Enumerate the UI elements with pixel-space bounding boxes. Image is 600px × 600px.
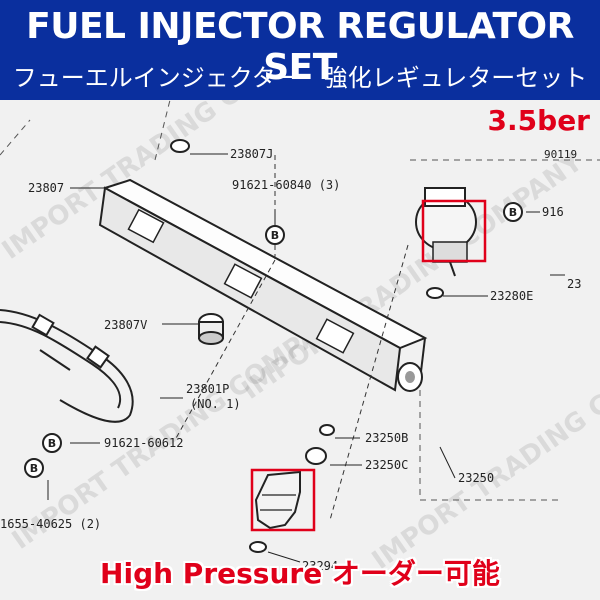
- bolt-callouts: [24, 202, 523, 478]
- injector-highlight-box: [250, 468, 316, 532]
- o-ring-23807J: [170, 139, 190, 153]
- bolt-callout-3: [42, 433, 62, 453]
- fuel-hose: [0, 309, 134, 423]
- bolt-callout-letter-2: B: [509, 206, 517, 219]
- part-number-91621-60840: 91621-60840 (3): [232, 178, 340, 192]
- fuel-injector: [249, 447, 327, 553]
- regulator-o-ring: [426, 287, 444, 299]
- part-number-91621-60612: 91621-60612: [104, 436, 183, 450]
- part-number-top-right: 90119: [544, 148, 578, 161]
- part-number-23250: 23250: [458, 471, 494, 485]
- bolt-callout-2: [503, 202, 523, 222]
- pressure-label: 3.5ber: [487, 104, 590, 137]
- part-number-no1: (NO. 1): [190, 397, 241, 411]
- bolt-axis-lines: [174, 155, 409, 521]
- frame-lines: [0, 100, 600, 501]
- part-number-23250B: 23250B: [365, 431, 408, 445]
- part-number-23801P: 23801P: [186, 382, 229, 396]
- regulator-highlight-box: [421, 199, 487, 263]
- part-number-23: 23: [567, 277, 581, 291]
- title-banner: FUEL INJECTOR REGULATOR SET フューエルインジェクター…: [0, 0, 600, 100]
- fuel-pressure-regulator: [415, 187, 487, 277]
- part-number-23280E: 23280E: [490, 289, 533, 303]
- bolt-callout-1: [265, 225, 285, 245]
- bolt-callout-letter-3: B: [48, 437, 56, 450]
- leader-lines: [47, 153, 565, 563]
- bolt-callout-4: [24, 458, 44, 478]
- part-number-23250C: 23250C: [365, 458, 408, 472]
- page-subtitle: フューエルインジェクター 強化レギュレターセット: [12, 64, 588, 92]
- part-number-23807J: 23807J: [230, 147, 273, 161]
- part-number-1655-40625: 1655-40625 (2): [0, 517, 101, 531]
- part-number-23807: 23807: [28, 181, 64, 195]
- insulator-23807V: [198, 313, 224, 345]
- o-ring-23250B: [319, 424, 335, 436]
- bolt-callout-letter-4: B: [30, 462, 38, 475]
- high-pressure-order-note: High Pressure オーダー可能: [100, 557, 500, 590]
- part-number-23807V: 23807V: [104, 318, 147, 332]
- part-number-916: 916: [542, 205, 564, 219]
- watermark-text-4: IMPORT TRADING COMPANY: [367, 316, 600, 575]
- exploded-diagram: IMPORT TRADING COMPANY IMPORT TRADING CO…: [0, 100, 600, 576]
- fuel-rail: [98, 178, 428, 392]
- bolt-callout-letter-1: B: [271, 229, 279, 242]
- part-number-23294: 23294: [302, 559, 338, 573]
- page-title: FUEL INJECTOR REGULATOR SET: [26, 6, 574, 88]
